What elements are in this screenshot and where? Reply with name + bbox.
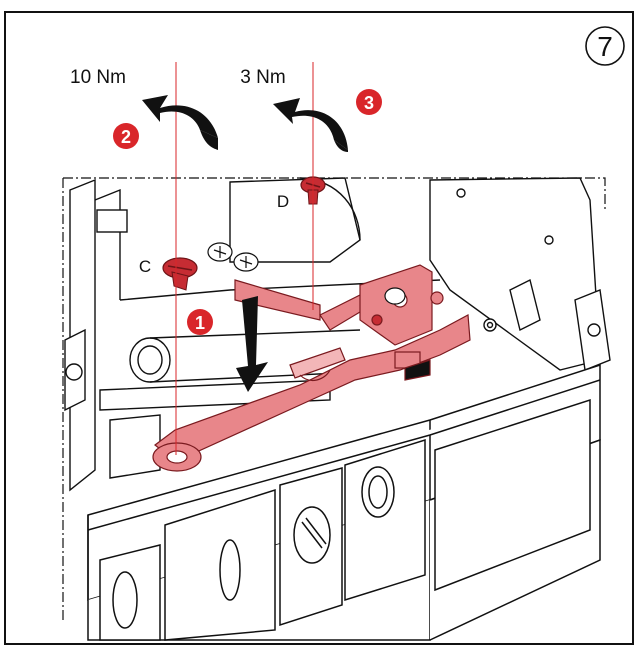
marker-3-label: 3 [364,93,374,113]
marker-2-label: 2 [121,127,131,147]
screw-d-label: D [277,192,289,211]
torque-arrow-c [142,95,218,150]
operating-lever [152,264,471,472]
guide-lines [175,62,314,455]
marker-3: 3 [356,89,382,115]
housing-outline [62,177,606,620]
marker-1: 1 [187,309,213,335]
marker-1-label: 1 [195,313,205,333]
marker-2: 2 [113,123,139,149]
breaker-mechanism [64,177,611,492]
torque-label-c: 10 Nm [70,67,126,88]
front-fascia [87,363,601,641]
step-number: 7 [597,31,613,62]
torque-arrow-d [273,98,348,152]
screw-c: C [139,257,198,291]
screw-c-label: C [139,257,151,276]
step-badge: 7 [585,26,625,66]
fixing-screws [207,242,406,305]
torque-label-d: 3 Nm [240,67,285,88]
push-down-arrow [236,296,268,392]
